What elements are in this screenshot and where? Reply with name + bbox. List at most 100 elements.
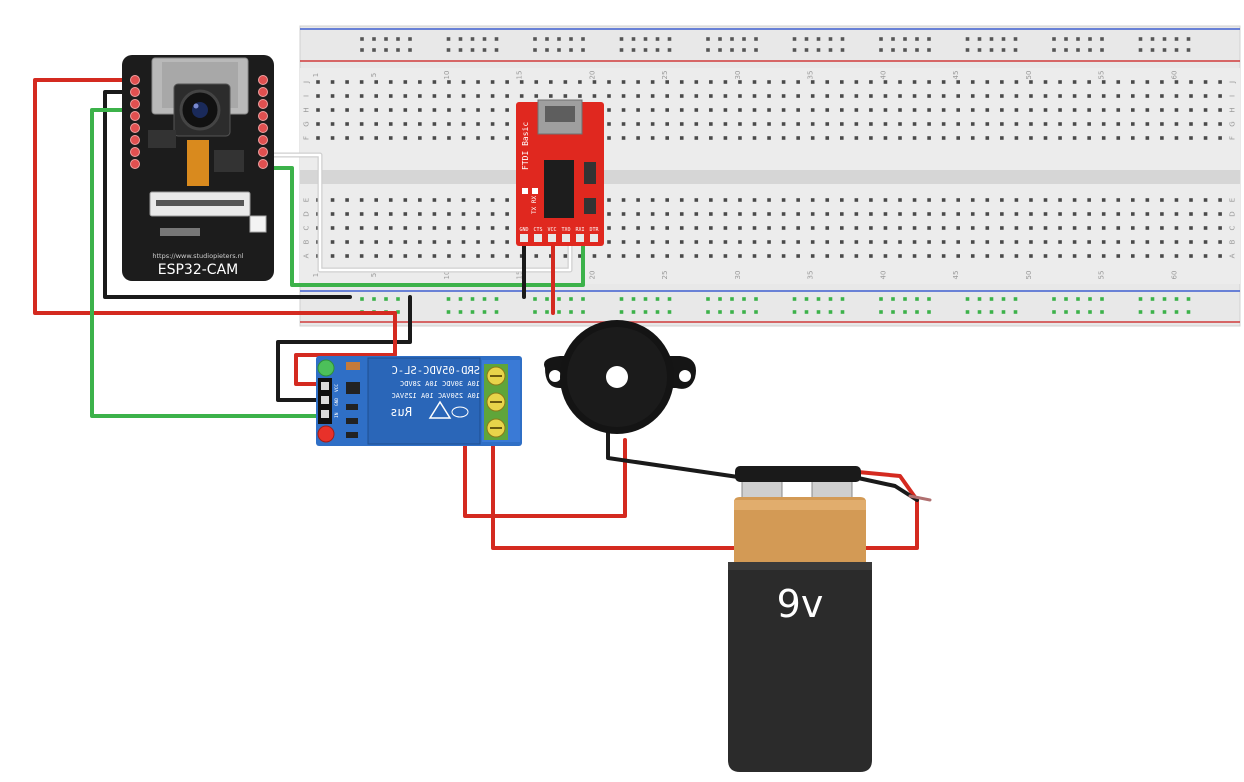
camera-flex-cable bbox=[187, 140, 209, 186]
relay-rating-line-2: 10A 250VAC 10A 125VAC bbox=[391, 392, 480, 400]
column-number: 1 bbox=[312, 273, 320, 277]
relay-body bbox=[367, 357, 481, 445]
row-letter: B bbox=[1229, 239, 1237, 244]
ftdi-pin-dtr: DTR bbox=[589, 227, 599, 233]
row-letter: I bbox=[303, 95, 311, 97]
row-letter: H bbox=[1229, 107, 1237, 112]
row-letter: B bbox=[303, 239, 311, 244]
ftdi-pin-labels: GND CTS VCC TXO RXI DTR bbox=[519, 227, 599, 233]
relay-pin-vcc: VCC bbox=[334, 384, 340, 392]
column-number: 1 bbox=[312, 73, 320, 77]
relay-screw-terminal bbox=[482, 360, 520, 442]
battery-snap-connector bbox=[735, 466, 861, 482]
top-power-rail-holes bbox=[360, 37, 1191, 52]
wire-green-esp32-relay-in bbox=[90, 108, 322, 418]
esp32-cam-board: https://www.studiopieters.nl ESP32-CAM bbox=[122, 55, 274, 281]
ftdi-pin-gnd: GND bbox=[519, 227, 528, 233]
column-number: 55 bbox=[1098, 71, 1106, 80]
row-letter: A bbox=[303, 253, 311, 258]
bottom-power-rail-holes bbox=[360, 297, 1191, 314]
center-channel bbox=[300, 170, 1240, 184]
wire-red-relay-vcc bbox=[294, 311, 397, 386]
column-number: 10 bbox=[443, 71, 451, 80]
esp32-left-header bbox=[130, 75, 140, 169]
column-number: 15 bbox=[516, 71, 524, 80]
ftdi-pin-header bbox=[520, 234, 598, 242]
ftdi-basic-board: FTDI Basic TX RX GND CTS VCC TXO RXI DTR bbox=[516, 99, 604, 246]
relay-rating-line-1: 10A 30VDC 10A 28VDC bbox=[400, 380, 480, 388]
column-number: 25 bbox=[661, 71, 669, 80]
esp32-url-text: https://www.studiopieters.nl bbox=[152, 252, 243, 260]
row-letter: J bbox=[1229, 81, 1237, 84]
column-number: 45 bbox=[952, 271, 960, 280]
wire-red-esp32-5v bbox=[33, 78, 397, 315]
ftdi-chip bbox=[544, 160, 574, 218]
column-number: 60 bbox=[1170, 71, 1178, 80]
row-letter: F bbox=[303, 136, 311, 140]
column-number: 55 bbox=[1098, 271, 1106, 280]
column-number: 45 bbox=[952, 71, 960, 80]
esp32-right-header bbox=[258, 75, 268, 169]
wires bbox=[33, 78, 932, 550]
column-number: 5 bbox=[370, 273, 378, 277]
wire-black-relay-gnd bbox=[276, 295, 412, 402]
wire-black-buzzer-battery bbox=[606, 428, 747, 480]
row-letter: I bbox=[1229, 95, 1237, 97]
flash-led bbox=[249, 215, 267, 233]
column-number: 50 bbox=[1025, 271, 1033, 280]
row-letter: J bbox=[303, 81, 311, 84]
relay-pin-gnd: GND bbox=[334, 398, 340, 406]
piezo-buzzer bbox=[544, 320, 696, 434]
wire-green-esp32-ftdi bbox=[260, 166, 585, 287]
row-letter: F bbox=[1229, 136, 1237, 140]
ftdi-title: FTDI Basic bbox=[521, 122, 530, 170]
column-number: 30 bbox=[734, 271, 742, 280]
column-number: 60 bbox=[1170, 271, 1178, 280]
esp32-label: ESP32-CAM bbox=[158, 262, 238, 278]
column-number: 25 bbox=[661, 271, 669, 280]
column-number: 20 bbox=[588, 271, 596, 280]
battery-label: 9v bbox=[777, 582, 824, 626]
column-number: 50 bbox=[1025, 71, 1033, 80]
ftdi-txrx-label: TX RX bbox=[531, 196, 538, 214]
ftdi-pin-cts: CTS bbox=[533, 227, 542, 233]
column-number: 40 bbox=[879, 271, 887, 280]
column-number: 10 bbox=[443, 271, 451, 280]
row-letter: G bbox=[303, 121, 311, 126]
column-number: 20 bbox=[588, 71, 596, 80]
relay-pin-header bbox=[318, 378, 332, 424]
column-number: 40 bbox=[879, 71, 887, 80]
9v-battery: 9v bbox=[728, 466, 872, 772]
relay-pin-in: IN bbox=[334, 412, 340, 418]
power-led bbox=[317, 359, 335, 377]
row-letter: G bbox=[1229, 121, 1237, 126]
column-number: 5 bbox=[370, 73, 378, 77]
row-letter: E bbox=[303, 198, 311, 202]
column-number: 35 bbox=[807, 71, 815, 80]
wire-black-esp32-gnd bbox=[103, 90, 352, 299]
ftdi-pin-rxi: RXI bbox=[575, 227, 584, 233]
column-number: 35 bbox=[807, 271, 815, 280]
buzzer-hole-icon bbox=[606, 366, 628, 388]
row-letter: E bbox=[1229, 198, 1237, 202]
relay-warning-icon bbox=[428, 400, 452, 419]
relay-module: VCC GND IN SRD-05VDC-SL-C 10A 30VDC 10A … bbox=[316, 356, 522, 446]
row-letter: D bbox=[1229, 211, 1237, 216]
relay-cert-text: Rus bbox=[390, 405, 412, 419]
row-letter: C bbox=[1229, 225, 1237, 230]
row-letters: J J I I H H G G F F E E D D C C B B A A bbox=[303, 81, 1237, 258]
terminal-strip-holes bbox=[316, 80, 1222, 258]
row-letter: A bbox=[1229, 253, 1237, 258]
row-letter: D bbox=[303, 211, 311, 216]
status-led bbox=[317, 425, 335, 443]
row-letter: C bbox=[303, 225, 311, 230]
row-letter: H bbox=[303, 107, 311, 112]
column-number: 15 bbox=[516, 271, 524, 280]
column-number: 30 bbox=[734, 71, 742, 80]
relay-model-text: SRD-05VDC-SL-C bbox=[391, 365, 480, 377]
ftdi-pin-vcc: VCC bbox=[547, 227, 556, 233]
